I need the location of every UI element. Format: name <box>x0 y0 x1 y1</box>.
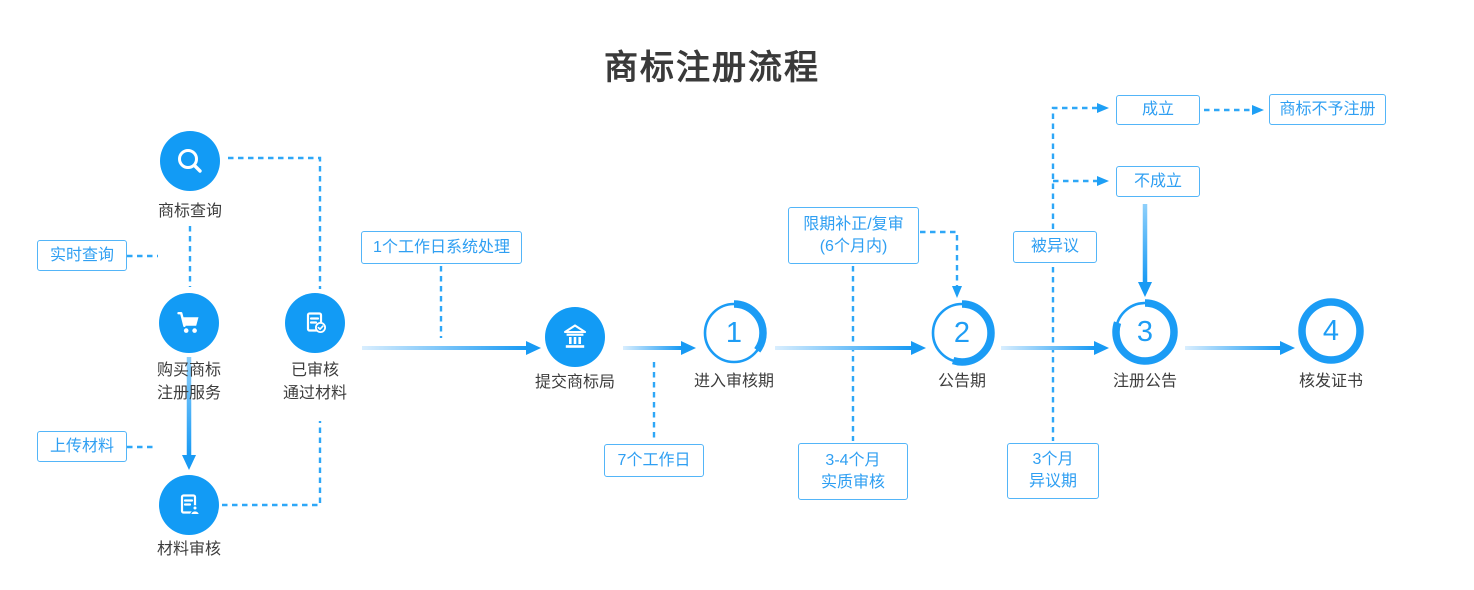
callout-established-text: 成立 <box>1141 101 1174 118</box>
label-step-4: 核发证书 <box>1298 373 1364 390</box>
label-step-2: 公告期 <box>937 373 987 390</box>
callout-not-registered: 商标不予注册 <box>1269 94 1386 125</box>
label-buy-service: 购买商标 注册服务 <box>157 359 221 405</box>
label-approved-line1: 已审核 <box>290 362 340 379</box>
arrowhead-down-step2 <box>952 286 962 298</box>
document-check-icon <box>306 312 326 333</box>
dash-correction-to-step2 <box>920 230 959 286</box>
label-buy-line1: 购买商标 <box>156 362 222 379</box>
node-buy-service <box>159 293 219 353</box>
arrow-notestablished-to-step3 <box>1142 204 1148 282</box>
search-icon <box>178 149 202 173</box>
node-trademark-query <box>160 131 220 191</box>
dashed-arrowheads <box>952 103 1264 298</box>
arrow-step2-to-step3 <box>1001 346 1094 350</box>
callout-opposition-line1: 3个月 <box>1032 451 1074 468</box>
step-number-2: 2 <box>953 316 971 349</box>
bank-icon <box>563 324 587 348</box>
callout-not-registered-text: 商标不予注册 <box>1279 100 1376 118</box>
label-step-1: 进入审核期 <box>693 373 775 390</box>
callout-realtime-query: 实时查询 <box>37 240 127 271</box>
callout-opposed: 被异议 <box>1013 231 1097 263</box>
callout-upload-materials: 上传材料 <box>37 431 127 462</box>
node-submit-trademark-office <box>545 307 605 367</box>
callout-upload-materials-text: 上传材料 <box>49 437 114 455</box>
progress-ring-2 <box>929 300 995 366</box>
arrowhead-refuse <box>1252 105 1264 115</box>
arrow-step1-to-step2 <box>775 346 911 350</box>
document-person-icon <box>180 494 200 516</box>
callout-substantive-line2: 实质审核 <box>820 473 885 491</box>
arrow-approved-to-bank <box>362 346 526 350</box>
callout-seven-workdays: 7个工作日 <box>604 444 704 477</box>
callout-one-workday-text: 1个工作日系统处理 <box>373 238 510 256</box>
label-submit-trademark-office: 提交商标局 <box>534 374 616 391</box>
label-buy-line2: 注册服务 <box>156 385 222 402</box>
step-circle-1: 1 <box>699 298 769 368</box>
step-number-1: 1 <box>725 316 743 349</box>
page-title: 商标注册流程 <box>604 49 820 87</box>
label-step-3: 注册公告 <box>1112 373 1178 390</box>
label-approved-materials: 已审核 通过材料 <box>283 359 347 405</box>
arrowhead-notestablished <box>1097 176 1109 186</box>
callout-substantive-review: 3-4个月 实质审核 <box>798 443 908 500</box>
callout-opposition-line2: 异议期 <box>1028 473 1077 490</box>
callout-opposed-text: 被异议 <box>1030 238 1079 255</box>
step-circle-4: 4 <box>1296 296 1366 366</box>
progress-ring-4 <box>1298 298 1364 364</box>
step-number-3: 3 <box>1136 315 1154 348</box>
callout-opposition-period: 3个月 异议期 <box>1007 443 1099 499</box>
step-circle-3: 3 <box>1110 297 1180 367</box>
label-material-review: 材料审核 <box>156 541 222 558</box>
callout-established: 成立 <box>1116 95 1200 125</box>
arrow-step3-to-step4 <box>1185 346 1280 350</box>
callout-correction-line2: (6个月内) <box>819 237 888 255</box>
callout-seven-workdays-text: 7个工作日 <box>617 451 691 469</box>
step-circle-2: 2 <box>927 298 997 368</box>
arrowhead-established <box>1097 103 1109 113</box>
step-number-4: 4 <box>1322 314 1340 347</box>
progress-ring-1 <box>701 300 767 366</box>
callout-correction-line1: 限期补正/复审 <box>803 215 904 233</box>
callout-realtime-query-text: 实时查询 <box>49 246 114 264</box>
callout-not-established: 不成立 <box>1116 166 1200 197</box>
cart-icon <box>177 312 199 333</box>
arrow-bank-to-step1 <box>623 346 681 350</box>
callout-correction-review: 限期补正/复审 (6个月内) <box>788 207 919 264</box>
progress-ring-3 <box>1112 299 1178 365</box>
callout-one-workday: 1个工作日系统处理 <box>361 231 522 264</box>
dash-query-to-approved <box>228 156 322 289</box>
node-material-review <box>159 475 219 535</box>
node-approved-materials <box>285 293 345 353</box>
dash-opposed-to-established <box>1051 106 1097 229</box>
callout-substantive-line1: 3-4个月 <box>825 451 881 469</box>
label-trademark-query: 商标查询 <box>157 203 223 220</box>
label-approved-line2: 通过材料 <box>282 385 348 402</box>
dash-review-to-approved <box>222 421 322 507</box>
callout-not-established-text: 不成立 <box>1133 172 1182 190</box>
